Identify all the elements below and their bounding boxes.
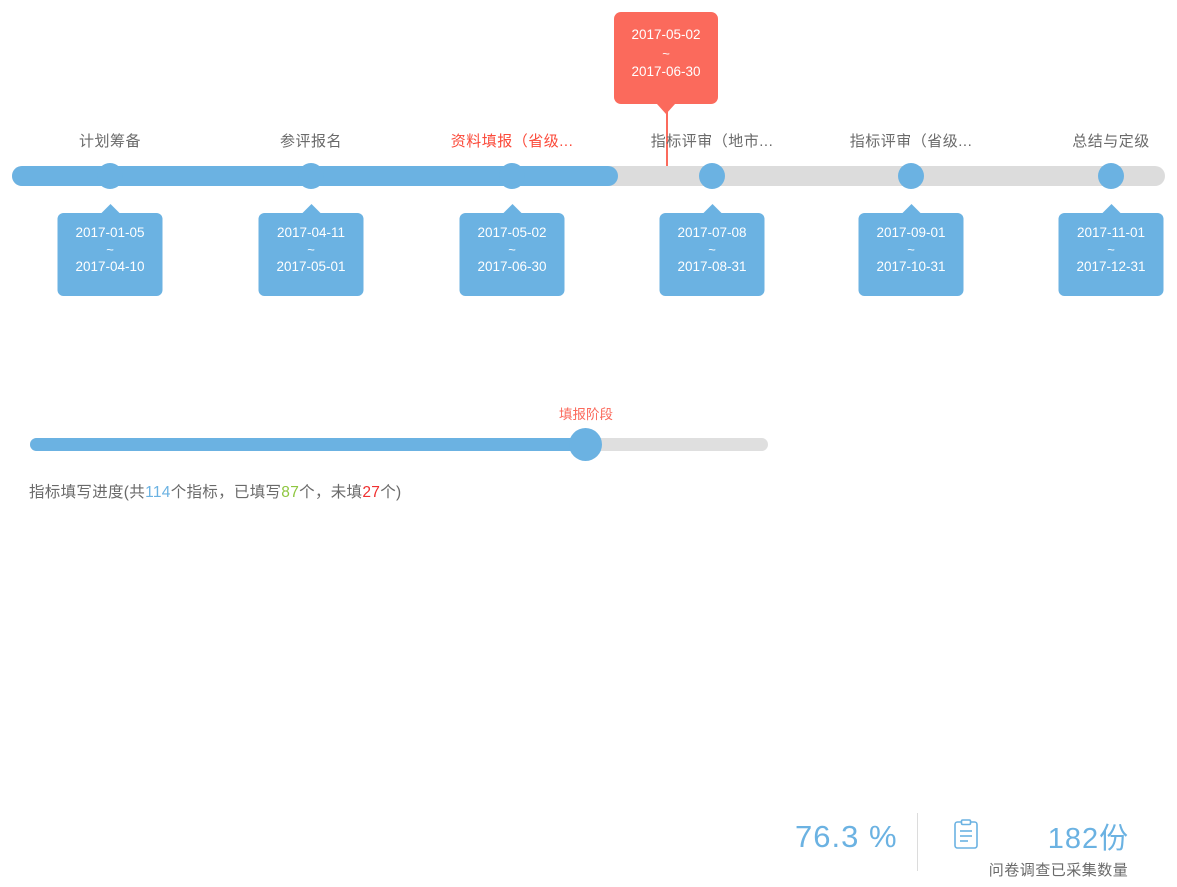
stage-tilde-6: ~ <box>1107 242 1115 257</box>
current-date-marker-line <box>666 92 668 176</box>
stage-date-card-1: 2017-01-05 ~ 2017-04-10 <box>57 204 163 296</box>
timeline-track[interactable] <box>12 166 1165 186</box>
stage-date-card-4: 2017-07-08 ~ 2017-08-31 <box>659 204 765 296</box>
survey-collected-label: 问卷调查已采集数量 <box>988 862 1129 879</box>
indicator-progress-block <box>0 395 790 516</box>
stage-end-date-1: 2017-04-10 <box>75 259 145 274</box>
stage-date-card-6: 2017-11-01 ~ 2017-12-31 <box>1058 204 1164 296</box>
stage-tilde-3: ~ <box>508 242 516 257</box>
active-stage-tooltip: 2017-05-02 ~ 2017-06-30 <box>614 12 718 114</box>
stage-start-date-6: 2017-11-01 <box>1076 225 1146 240</box>
progress-slider-handle[interactable] <box>569 428 602 461</box>
stage-label-3[interactable]: 资料填报（省级... <box>450 133 574 150</box>
stage-date-card-5: 2017-09-01 ~ 2017-10-31 <box>858 204 964 296</box>
note-filled-count: 87 <box>281 484 300 501</box>
stage-start-date-3: 2017-05-02 <box>477 225 547 240</box>
note-mid1: 个指标，已填写 <box>170 484 282 501</box>
stage-node-6[interactable] <box>1098 163 1124 189</box>
indicator-progress-note: 指标填写进度(共114个指标，已填写87个，未填27个) <box>29 480 401 502</box>
stage-end-date-6: 2017-12-31 <box>1076 259 1146 274</box>
tooltip-start-date: 2017-05-02 <box>631 27 701 42</box>
slider-stage-caption: 填报阶段 <box>559 407 613 422</box>
stage-label-6[interactable]: 总结与定级 <box>1072 133 1150 150</box>
project-timeline: 2017-05-02 ~ 2017-06-30 计划筹备 2017-01-05 … <box>0 0 1177 330</box>
stage-start-date-4: 2017-07-08 <box>677 225 747 240</box>
stage-end-date-4: 2017-08-31 <box>677 259 747 274</box>
stage-tilde-5: ~ <box>907 242 915 257</box>
stage-tilde-1: ~ <box>106 242 114 257</box>
survey-collected-count: 182份 <box>1047 823 1130 855</box>
stage-start-date-5: 2017-09-01 <box>876 225 946 240</box>
stage-date-card-2: 2017-04-11 ~ 2017-05-01 <box>258 204 364 296</box>
stage-node-2[interactable] <box>298 163 324 189</box>
section-divider <box>917 813 918 871</box>
stage-end-date-2: 2017-05-01 <box>276 259 346 274</box>
stage-node-4[interactable] <box>699 163 725 189</box>
tooltip-end-date: 2017-06-30 <box>631 64 701 79</box>
stage-end-date-5: 2017-10-31 <box>876 259 946 274</box>
stage-label-4[interactable]: 指标评审（地市... <box>650 133 774 150</box>
stage-node-3[interactable] <box>499 163 525 189</box>
stage-date-card-3: 2017-05-02 ~ 2017-06-30 <box>459 204 565 296</box>
progress-percent-value: 76.3 % <box>795 819 898 854</box>
tooltip-tilde: ~ <box>662 46 670 61</box>
note-unfilled-count: 27 <box>362 484 381 501</box>
stage-start-date-1: 2017-01-05 <box>75 225 145 240</box>
stage-label-1[interactable]: 计划筹备 <box>78 133 142 150</box>
stage-label-5[interactable]: 指标评审（省级... <box>849 133 973 150</box>
progress-slider-fill <box>30 438 586 451</box>
stage-start-date-2: 2017-04-11 <box>276 225 346 240</box>
stage-label-2[interactable]: 参评报名 <box>279 133 343 150</box>
note-total-count: 114 <box>145 484 171 501</box>
stage-end-date-3: 2017-06-30 <box>477 259 547 274</box>
survey-stat-block: 182份 问卷调查已采集数量 <box>940 807 1177 887</box>
progress-slider-track[interactable] <box>30 428 768 461</box>
note-mid2: 个，未填 <box>299 484 363 501</box>
stage-node-1[interactable] <box>97 163 123 189</box>
stage-node-5[interactable] <box>898 163 924 189</box>
note-suffix: 个) <box>380 484 402 501</box>
note-prefix: 指标填写进度(共 <box>29 484 146 501</box>
stage-tilde-2: ~ <box>307 242 315 257</box>
stage-tilde-4: ~ <box>708 242 716 257</box>
